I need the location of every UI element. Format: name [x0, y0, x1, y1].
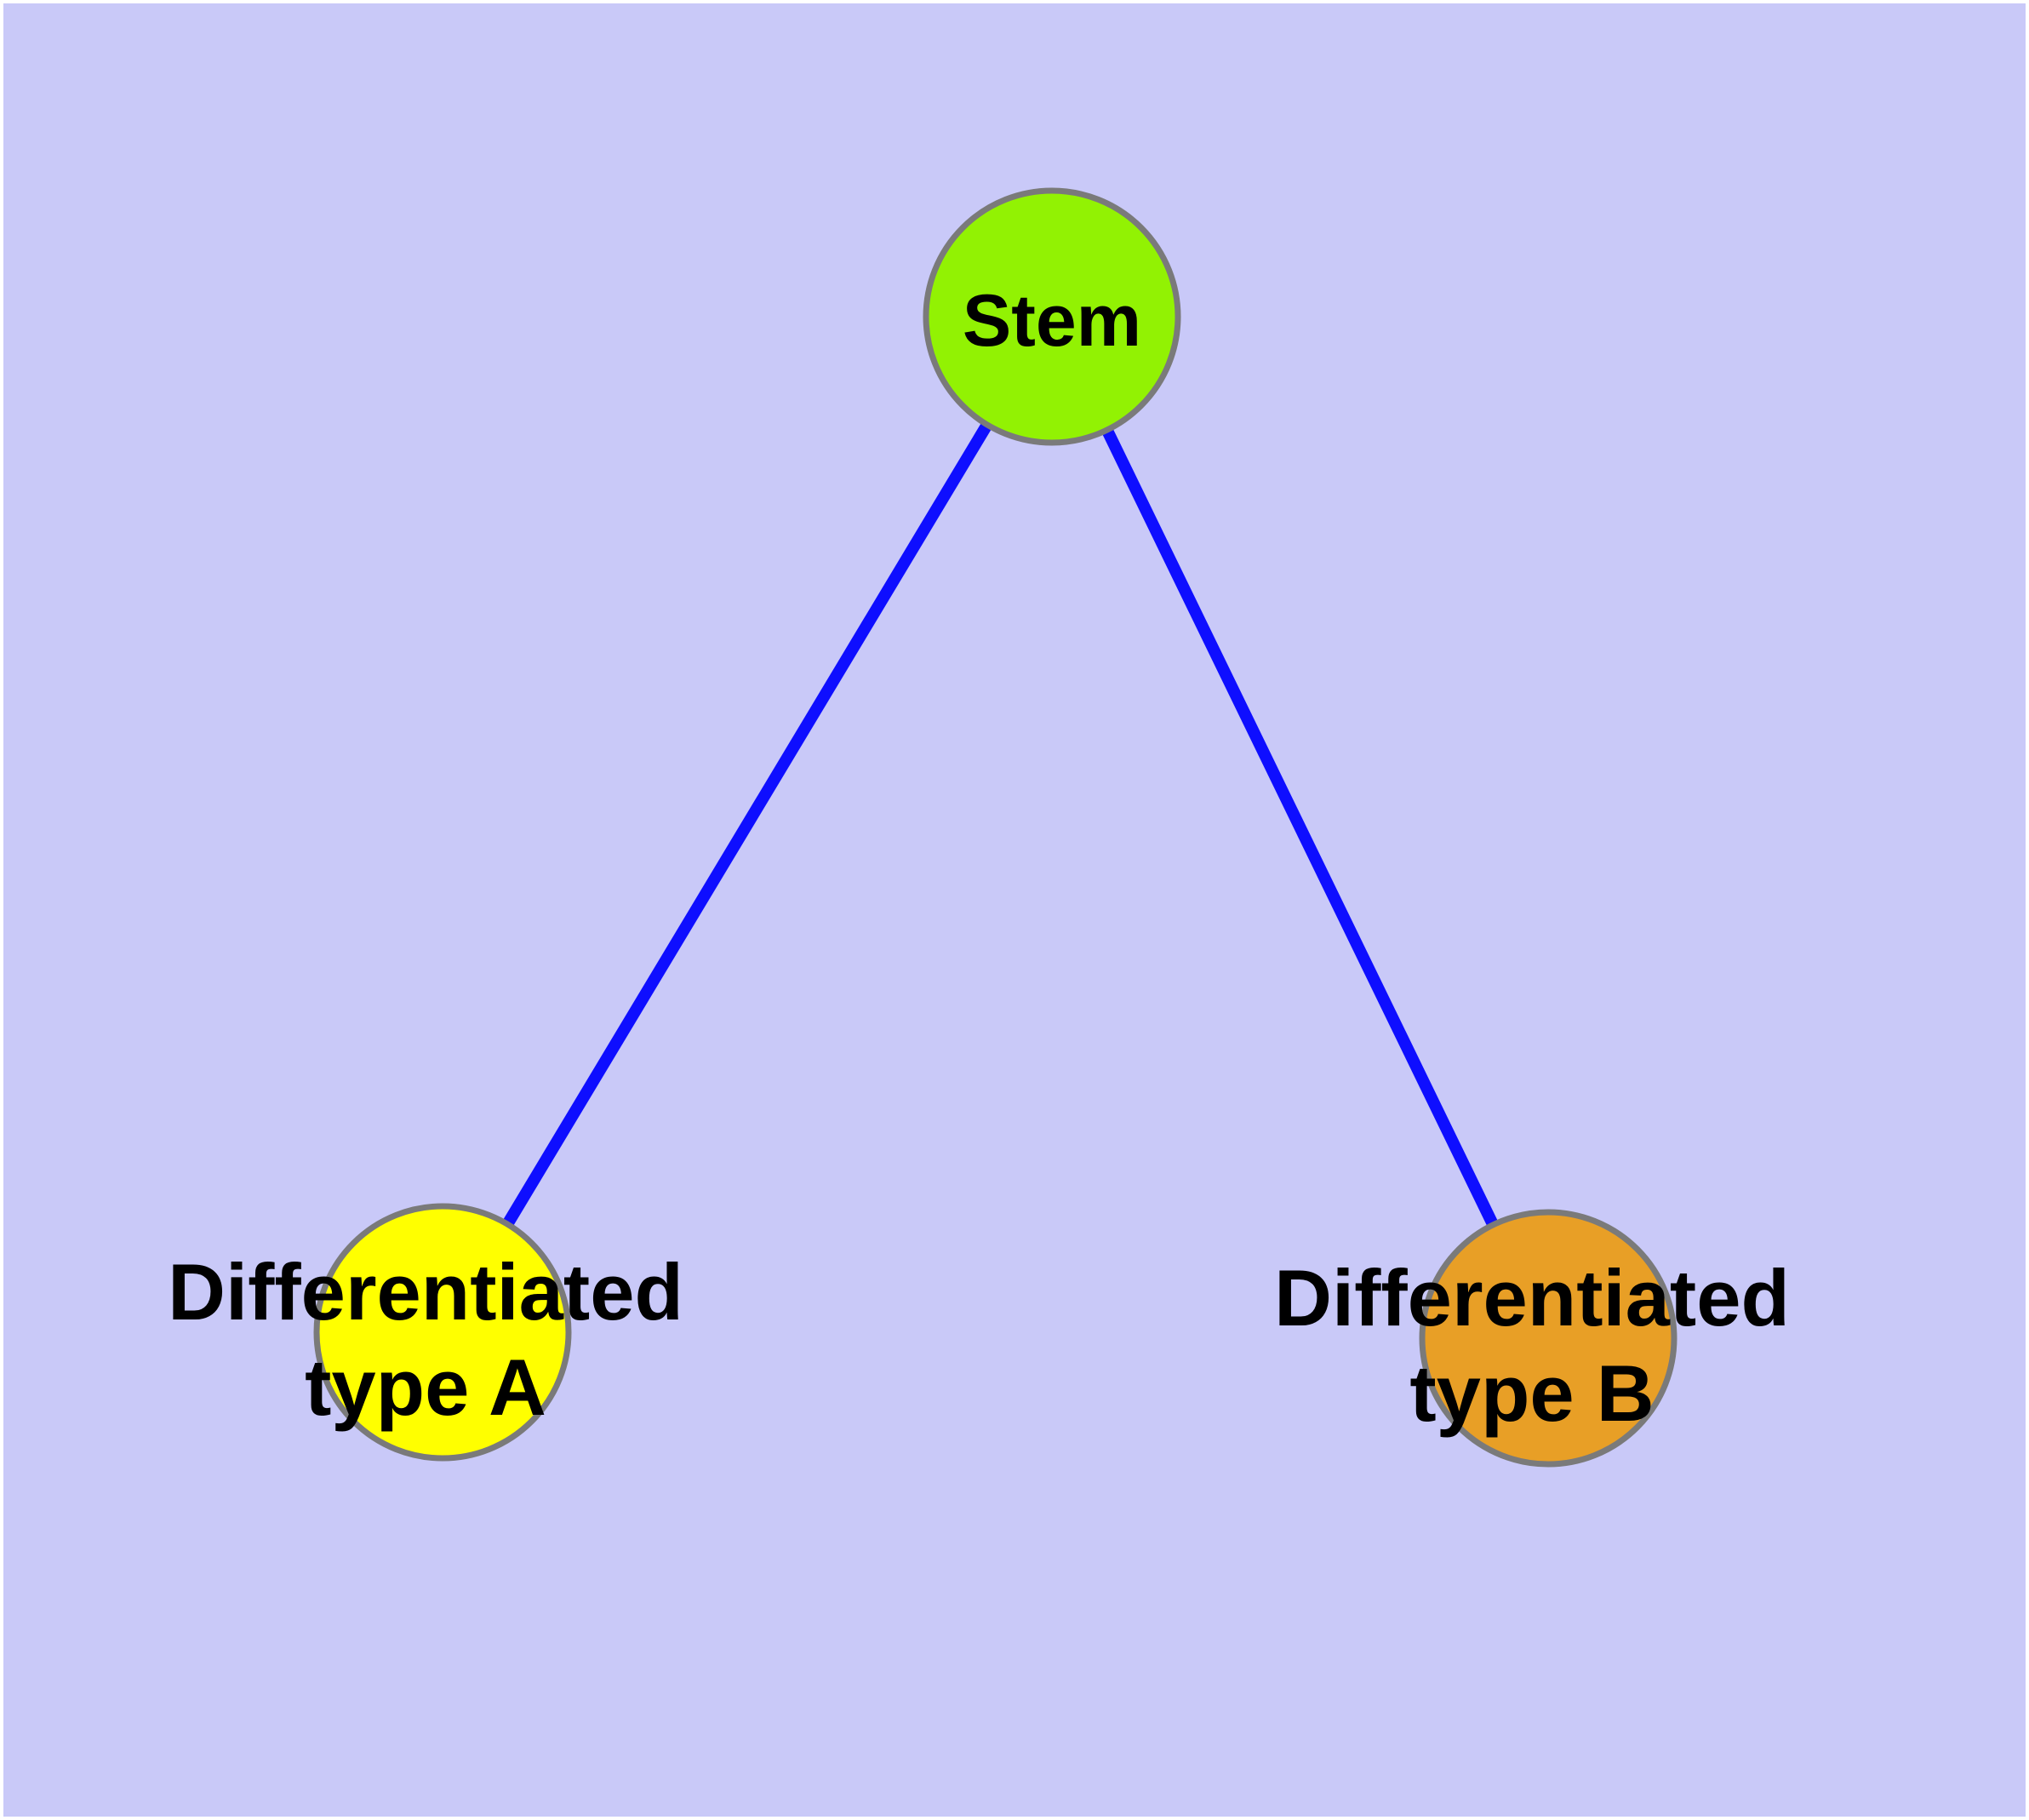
edge-stem-to-type-b: [1046, 313, 1554, 1342]
edge-stem-to-type-a: [437, 313, 1058, 1336]
stem-node: [923, 187, 1181, 446]
type-a-node: [313, 1203, 572, 1462]
stem-node-label: Stem: [963, 280, 1141, 362]
type-a-node-label-line1: Differentiated: [168, 1247, 683, 1336]
type-b-node-label-line1: Differentiated: [1274, 1253, 1790, 1342]
type-b-node-label-line2: type B: [1409, 1348, 1654, 1438]
type-a-node-label-line2: type A: [305, 1342, 546, 1432]
type-b-node: [1419, 1209, 1677, 1468]
